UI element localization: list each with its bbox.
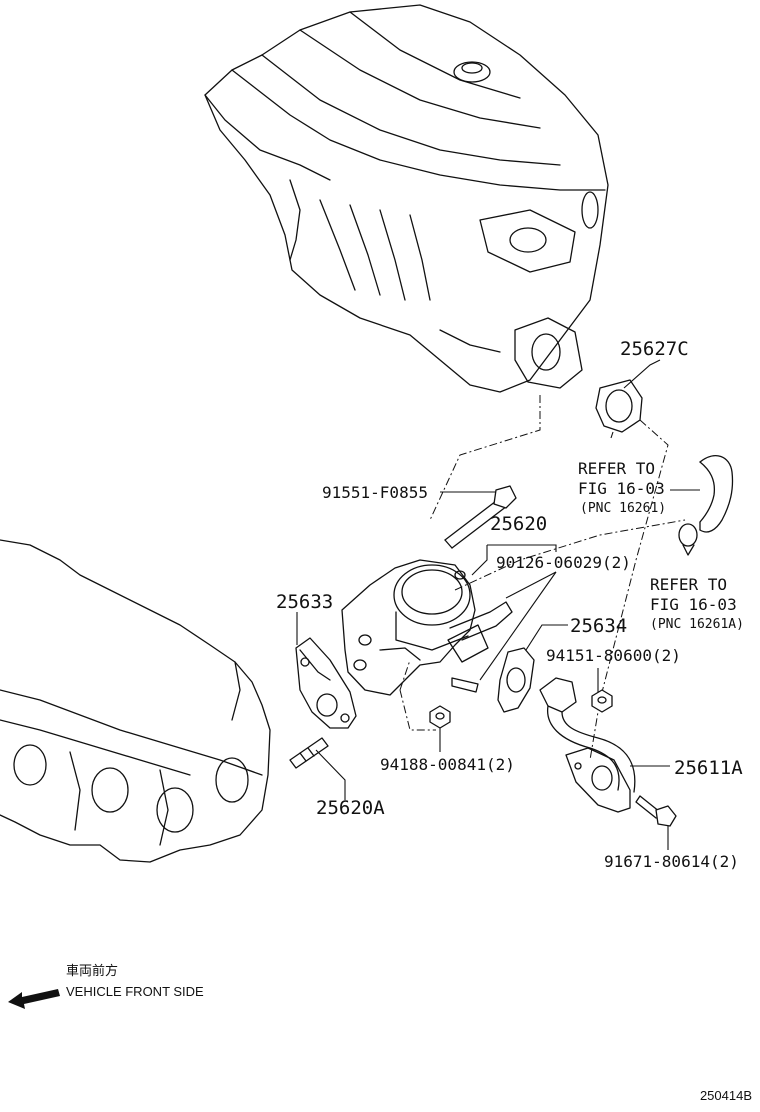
assembly-centerlines — [399, 395, 686, 761]
figure-code: 250414B — [700, 1088, 752, 1103]
label-refer1-line1: REFER TO — [578, 459, 655, 478]
legend-english: VEHICLE FRONT SIDE — [66, 984, 204, 999]
part-labels: 25627C REFER TO FIG 16-03 (PNC 16261) 91… — [276, 338, 744, 871]
leader-lines — [296, 359, 700, 850]
hose-drawing — [699, 455, 734, 533]
vehicle-front-legend: 車両前方 VEHICLE FRONT SIDE — [8, 963, 204, 1009]
label-91551: 91551-F0855 — [322, 483, 428, 502]
label-refer1-line2: FIG 16-03 — [578, 479, 665, 498]
egr-valve-25620-drawing — [341, 559, 513, 696]
nut-94151-drawing — [591, 689, 613, 713]
label-refer2-line1: REFER TO — [650, 575, 727, 594]
label-25627c: 25627C — [620, 338, 689, 360]
label-90126: 90126-06029(2) — [496, 553, 631, 572]
front-arrow-icon — [8, 989, 60, 1009]
legend-japanese: 車両前方 — [66, 963, 118, 979]
nut-94188-drawing — [429, 705, 451, 729]
gasket-25633-drawing — [295, 637, 357, 729]
label-refer2-line3: (PNC 16261A) — [650, 617, 744, 632]
stud-25620a-drawing — [289, 737, 329, 769]
bolt-91671-drawing — [635, 795, 677, 827]
label-94188: 94188-00841(2) — [380, 755, 515, 774]
label-25620: 25620 — [490, 513, 547, 535]
label-refer2-line2: FIG 16-03 — [650, 595, 737, 614]
cylinder-head-drawing — [0, 539, 271, 863]
stud-drawing — [451, 677, 479, 693]
intake-manifold-drawing — [204, 4, 609, 393]
gasket-25627c-drawing — [595, 379, 643, 439]
label-25620a: 25620A — [316, 797, 385, 819]
label-25633: 25633 — [276, 591, 333, 613]
hose-clamp-drawing — [678, 523, 698, 556]
bolt-91551-drawing — [444, 485, 517, 549]
gasket-25634-drawing — [497, 647, 535, 713]
egr-pipe-25611a-drawing — [539, 677, 636, 813]
label-refer1-line3: (PNC 16261) — [580, 501, 666, 516]
label-25634: 25634 — [570, 615, 627, 637]
label-25611a: 25611A — [674, 757, 743, 779]
label-91671: 91671-80614(2) — [604, 852, 739, 871]
label-94151: 94151-80600(2) — [546, 646, 681, 665]
